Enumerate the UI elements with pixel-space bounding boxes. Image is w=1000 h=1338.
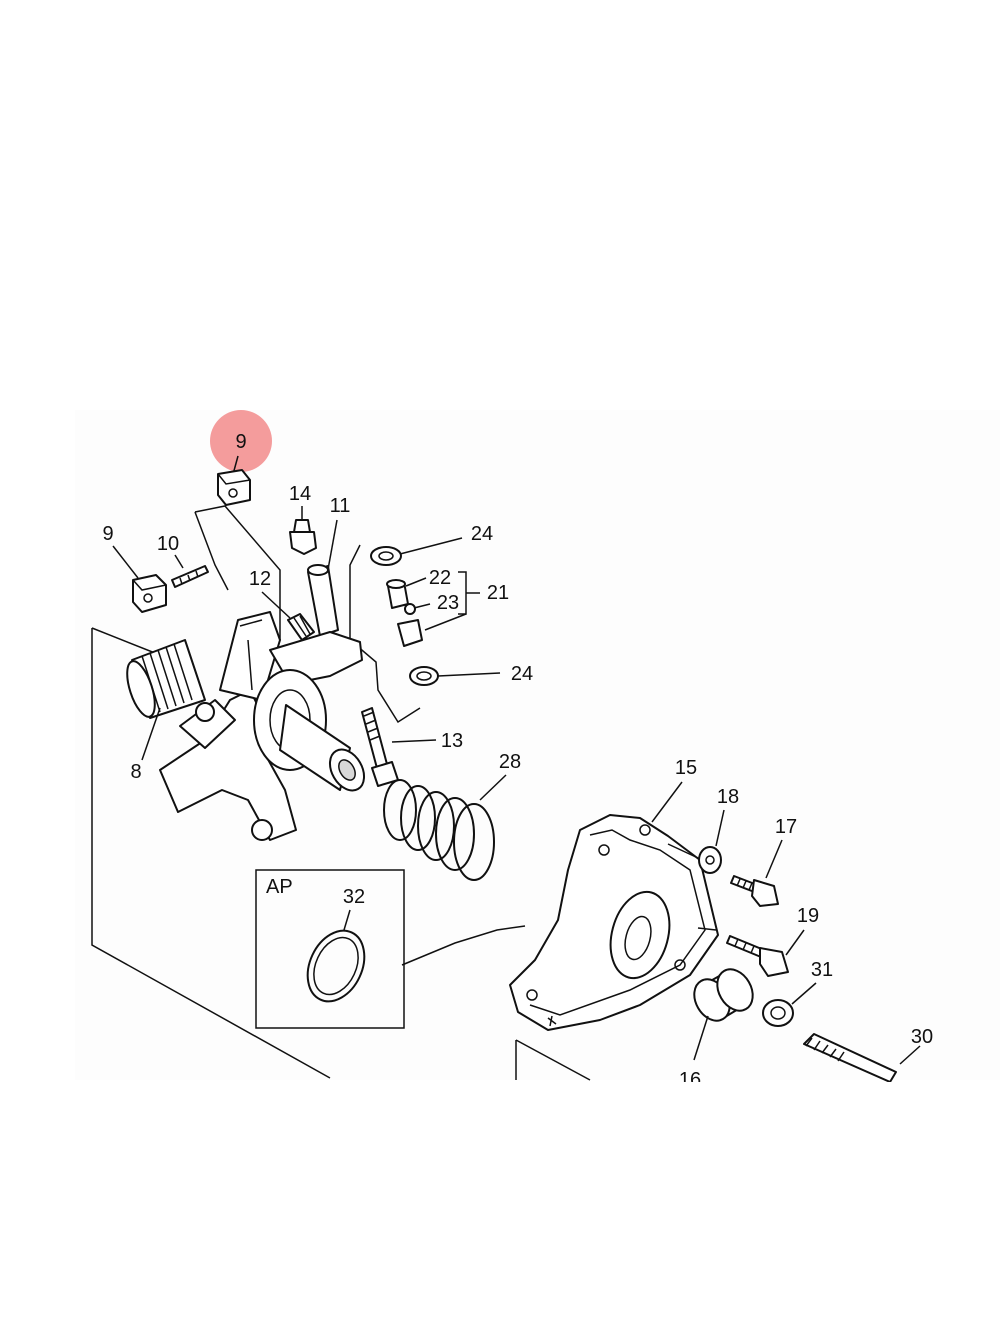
callout-13: 13 — [441, 730, 463, 752]
rod-11[interactable]: 11 — [307, 495, 351, 637]
callout-9-highlighted: 9 — [235, 431, 246, 453]
inset-label: AP — [266, 876, 293, 898]
callout-9: 9 — [102, 523, 113, 545]
washer-32[interactable]: 32 — [297, 886, 375, 1011]
lower-blank-area — [0, 1082, 1000, 1333]
callout-21: 21 — [487, 582, 509, 604]
callout-28: 28 — [499, 751, 521, 773]
inset-frame — [255, 869, 405, 1029]
pin-10[interactable]: 10 — [157, 533, 209, 588]
assembly-bracket-lines — [91, 505, 591, 1081]
callout-19: 19 — [797, 905, 819, 927]
inset-ap: AP 32 — [255, 869, 405, 1029]
spring-pin-12[interactable]: 12 — [249, 568, 315, 641]
callout-12: 12 — [249, 568, 271, 590]
callout-24-upper: 24 — [471, 523, 493, 545]
nozzle-14[interactable]: 14 — [289, 483, 317, 555]
callout-15: 15 — [675, 757, 697, 779]
bolt-13[interactable]: 13 — [361, 707, 463, 787]
callout-30: 30 — [911, 1026, 933, 1048]
bolt-17[interactable]: 17 — [730, 816, 797, 907]
callout-11: 11 — [330, 495, 351, 517]
callout-18: 18 — [717, 786, 739, 808]
washer-24-lower[interactable]: 24 — [409, 663, 533, 686]
sheave-assembly-8[interactable]: 8 — [122, 611, 371, 841]
callout-14: 14 — [289, 483, 311, 505]
highlight-marker — [210, 410, 272, 472]
callout-10: 10 — [157, 533, 179, 555]
callout-31: 31 — [811, 959, 833, 981]
cover-15[interactable]: 15 — [509, 757, 719, 1031]
callout-23: 23 — [437, 592, 459, 614]
valve-assembly-21[interactable]: 22 23 21 — [386, 567, 509, 647]
callout-22: 22 — [429, 567, 451, 589]
callout-8: 8 — [130, 761, 141, 783]
wedge-block-9-left[interactable]: 9 — [102, 523, 167, 613]
washer-31[interactable]: 31 — [762, 959, 833, 1027]
callout-24-lower: 24 — [511, 663, 533, 685]
wedge-block-9-top — [217, 469, 251, 506]
washer-24-upper[interactable]: 24 — [370, 523, 493, 566]
threaded-rod-30[interactable]: 30 — [803, 1026, 933, 1083]
callout-17: 17 — [775, 816, 797, 838]
highlighted-part-9[interactable]: 9 — [210, 410, 272, 506]
callout-32: 32 — [343, 886, 365, 908]
spring-28[interactable]: 28 — [383, 751, 521, 881]
washer-18[interactable]: 18 — [667, 786, 739, 874]
bolt-19[interactable]: 19 — [697, 905, 819, 977]
